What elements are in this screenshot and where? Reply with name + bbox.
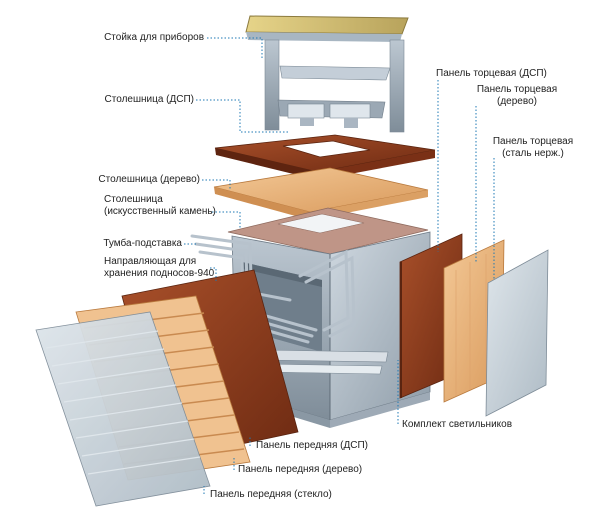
stone-top — [227, 207, 429, 255]
label-front-panel-chipboard: Панель передняя (ДСП) — [256, 440, 369, 451]
end-panel-steel — [485, 249, 549, 417]
label-end-panel-wood-line1: Панель торцевая — [476, 84, 558, 95]
label-top-stone-line1: Столешница — [104, 194, 163, 205]
label-tray-rail: Направляющая для хранения подносов-940 — [104, 256, 214, 280]
label-end-panel-steel-line1: Панель торцевая — [492, 136, 574, 147]
label-front-panel-glass: Панель передняя (стекло) — [210, 489, 332, 500]
label-end-panel-steel-line2: (сталь нерж.) — [502, 148, 564, 159]
label-top-chipboard: Столешница (ДСП) — [104, 94, 194, 105]
label-top-wood: Столешница (дерево) — [98, 174, 200, 185]
label-end-panel-steel: Панель торцевая (сталь нерж.) — [478, 136, 588, 160]
label-tray-rail-line1: Направляющая для — [104, 256, 197, 267]
label-instrument-stand: Стойка для приборов — [104, 32, 204, 43]
leader-lines — [184, 37, 495, 494]
label-end-panel-wood: Панель торцевая (дерево) — [462, 84, 572, 108]
label-base-cabinet: Тумба-подставка — [103, 238, 182, 249]
label-light-kit: Комплект светильников — [402, 419, 513, 430]
label-front-panel-wood: Панель передняя (дерево) — [238, 464, 363, 475]
label-end-panel-wood-line2: (дерево) — [497, 96, 537, 107]
label-tray-rail-line2: хранения подносов-940 — [104, 268, 215, 279]
instrument-stand — [245, 15, 409, 133]
label-end-panel-chipboard: Панель торцевая (ДСП) — [436, 68, 547, 79]
front-panel-glass — [35, 311, 211, 507]
label-top-stone-line2: (искусственный камень) — [104, 206, 216, 217]
label-top-stone: Столешница (искусственный камень) — [104, 194, 216, 218]
